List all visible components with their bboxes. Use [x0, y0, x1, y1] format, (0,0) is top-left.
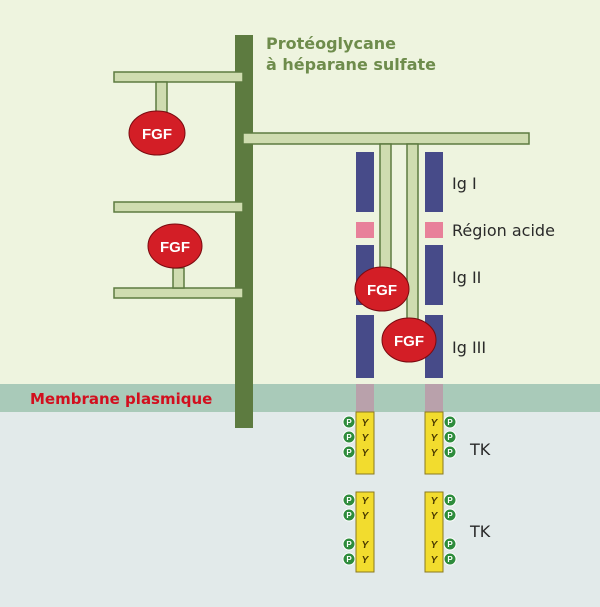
receptor-right-acid-region [425, 222, 443, 238]
label-tk1: TK [470, 440, 491, 459]
proteoglycan-title-line1: Protéoglycane [266, 34, 396, 53]
extracellular-space [0, 0, 600, 384]
svg-text:P: P [346, 448, 352, 457]
svg-text:P: P [346, 433, 352, 442]
fgf-ligand-1: FGF [128, 110, 186, 156]
svg-text:P: P [447, 496, 453, 505]
label-ig1: Ig I [452, 174, 477, 193]
svg-text:P: P [346, 418, 352, 427]
tyrosine-mark-right-3: Y [431, 496, 439, 507]
svg-text:P: P [346, 496, 352, 505]
receptor-right-ig2 [425, 245, 443, 305]
svg-text:P: P [346, 555, 352, 564]
label-ig2: Ig II [452, 268, 482, 287]
svg-text:P: P [447, 540, 453, 549]
svg-text:FGF: FGF [394, 333, 424, 350]
svg-text:FGF: FGF [160, 239, 190, 256]
fgf-ligand-4: FGF [381, 317, 437, 363]
tyrosine-mark-right-6: Y [431, 555, 439, 566]
svg-text:P: P [447, 448, 453, 457]
phospho-icon-right-0: P [443, 415, 457, 429]
heparan-chain-4 [242, 132, 530, 145]
svg-text:P: P [447, 555, 453, 564]
receptor-left-acid-region [356, 222, 374, 238]
fgf-ligand-2: FGF [147, 223, 203, 269]
tyrosine-mark-left-5: Y [362, 540, 370, 551]
proteoglycan-title-line2: à héparane sulfate [266, 55, 437, 74]
receptor-left-ig3 [356, 315, 374, 378]
svg-text:FGF: FGF [367, 282, 397, 299]
receptor-left-tk1 [355, 411, 375, 475]
svg-text:P: P [346, 540, 352, 549]
phospho-icon-left-5: P [342, 537, 356, 551]
receptor-right-transmembrane [425, 384, 443, 412]
tyrosine-mark-right-0: Y [431, 418, 439, 429]
tyrosine-mark-left-4: Y [362, 511, 370, 522]
heparan-chain-1 [113, 71, 244, 83]
membrane-label: Membrane plasmique [30, 390, 213, 408]
tyrosine-mark-left-6: Y [362, 555, 370, 566]
heparan-chain-2 [113, 201, 244, 213]
svg-text:P: P [447, 418, 453, 427]
tyrosine-mark-left-0: Y [362, 418, 370, 429]
proteoglycan-core [235, 35, 253, 428]
phospho-icon-right-1: P [443, 430, 457, 444]
receptor-right-tk1 [424, 411, 444, 475]
label-acid-region: Région acide [452, 221, 555, 240]
label-tk2: TK [470, 522, 491, 541]
phospho-icon-right-2: P [443, 445, 457, 459]
receptor-left-ig1 [356, 152, 374, 212]
chain-drop-2 [406, 143, 419, 323]
chain-stub-1 [155, 81, 168, 113]
phospho-icon-left-3: P [342, 493, 356, 507]
tyrosine-mark-left-1: Y [362, 433, 370, 444]
cytoplasm [0, 412, 600, 607]
chain-drop-1 [379, 143, 392, 275]
tyrosine-mark-left-2: Y [362, 448, 370, 459]
receptor-left-tk2 [355, 491, 375, 573]
receptor-right-ig1 [425, 152, 443, 212]
tyrosine-mark-right-2: Y [431, 448, 439, 459]
phospho-icon-right-6: P [443, 552, 457, 566]
chain-stub-2 [172, 267, 185, 289]
membrane-band [0, 384, 600, 412]
svg-text:FGF: FGF [142, 126, 172, 143]
phospho-icon-left-1: P [342, 430, 356, 444]
receptor-left-transmembrane [356, 384, 374, 412]
svg-text:P: P [447, 511, 453, 520]
phospho-icon-right-4: P [443, 508, 457, 522]
svg-text:P: P [346, 511, 352, 520]
tyrosine-mark-left-3: Y [362, 496, 370, 507]
phospho-icon-left-6: P [342, 552, 356, 566]
phospho-icon-left-0: P [342, 415, 356, 429]
receptor-right-tk2 [424, 491, 444, 573]
heparan-chain-3 [113, 287, 244, 299]
label-ig3: Ig III [452, 338, 487, 357]
proteoglycan-title: Protéoglycane à héparane sulfate [266, 33, 436, 75]
tyrosine-mark-right-1: Y [431, 433, 439, 444]
phospho-icon-left-2: P [342, 445, 356, 459]
phospho-icon-left-4: P [342, 508, 356, 522]
phospho-icon-right-3: P [443, 493, 457, 507]
tyrosine-mark-right-4: Y [431, 511, 439, 522]
fgf-ligand-3: FGF [354, 266, 410, 312]
svg-text:P: P [447, 433, 453, 442]
phospho-icon-right-5: P [443, 537, 457, 551]
tyrosine-mark-right-5: Y [431, 540, 439, 551]
